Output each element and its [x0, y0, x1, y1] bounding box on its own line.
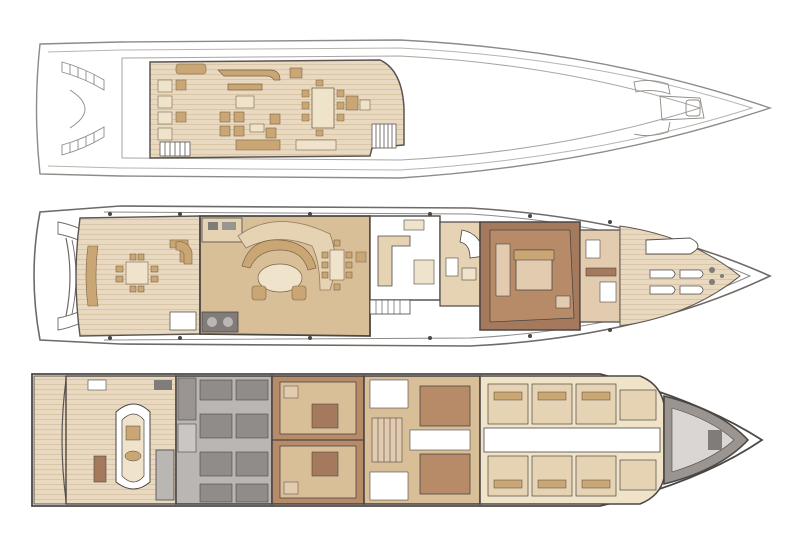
main-deck-stairs-treads	[375, 300, 401, 314]
crew-bunks	[493, 391, 611, 489]
master-wardrobe	[495, 243, 511, 297]
master-vanity	[585, 267, 617, 277]
sun-deck-bar	[235, 139, 281, 151]
main-deck-aft-stairs	[169, 311, 197, 331]
master-armchair	[555, 295, 571, 309]
master-bed-headboard	[513, 249, 555, 261]
main-deck-spiral-stair	[459, 229, 485, 259]
main-salon-round-sofa	[241, 239, 317, 301]
cabin-wardrobe-1	[283, 385, 299, 399]
pantry-fixture-1	[208, 222, 218, 230]
day-head-wc	[445, 257, 459, 277]
beach-club-teak	[33, 375, 67, 505]
engine-room-machinery	[177, 377, 269, 503]
sun-deck-teak-area	[149, 59, 405, 159]
forepeak-hatch	[708, 430, 722, 450]
main-deck-bollards	[108, 212, 612, 340]
foredeck-jetskis	[649, 269, 704, 295]
cabin-wardrobe-2	[283, 481, 299, 495]
main-salon-curved-seat	[175, 241, 193, 265]
sun-deck-inner-line	[47, 47, 754, 171]
sun-deck-armchairs	[289, 67, 371, 111]
foredeck-tender	[645, 237, 699, 255]
galley-counter	[377, 235, 411, 287]
guest-bathroom-2	[369, 471, 409, 501]
day-head-basin	[461, 267, 477, 281]
main-deck-aft-sofa	[85, 245, 99, 307]
guest-bed-2	[311, 451, 339, 477]
sun-deck-dining-table	[301, 79, 345, 137]
lower-stairs-treads	[377, 418, 397, 462]
bar-sink-1	[207, 317, 217, 327]
beach-club-steps	[61, 379, 67, 501]
sun-deck-curved-sofa	[217, 69, 281, 91]
guest-cabin-mid-stbd	[419, 453, 471, 495]
forepeak-inner	[671, 407, 735, 473]
guest-bed-1	[311, 403, 339, 429]
lower-deck	[31, 373, 764, 507]
guest-bathroom-1	[369, 379, 409, 409]
crew-corridor	[483, 427, 661, 453]
sun-deck	[35, 39, 773, 179]
main-salon-dining-table	[321, 239, 353, 291]
galley-sink	[403, 219, 425, 231]
sun-deck-aft-stairs	[61, 61, 105, 156]
lazarette-corner-box	[154, 380, 172, 390]
lazarette-store	[155, 449, 175, 501]
foredeck-windlass	[709, 267, 724, 285]
lazarette-hatch	[87, 379, 107, 391]
sun-deck-forward-steps	[159, 123, 397, 157]
guest-cabin-mid-port	[419, 385, 471, 427]
galley-stove	[413, 259, 435, 285]
sun-deck-coffee-table	[235, 95, 255, 109]
bar-sink-2	[223, 317, 233, 327]
main-deck-aft-dining	[115, 253, 159, 293]
sun-deck-foredeck-fittings	[633, 79, 705, 137]
sun-loungers	[157, 63, 207, 141]
lazarette-locker	[93, 455, 107, 483]
lower-corridor	[409, 429, 471, 451]
main-salon-skylight	[237, 221, 336, 291]
master-wc-1	[585, 239, 601, 259]
sun-deck-bbq	[295, 139, 337, 151]
lazarette-tender	[115, 403, 151, 490]
sun-deck-lounge-chairs	[219, 111, 281, 139]
crew-cabins	[487, 383, 657, 497]
main-salon-bar-unit	[201, 311, 239, 333]
main-deck	[33, 205, 772, 347]
pantry-fixture-2	[222, 222, 236, 230]
master-wc-2	[599, 281, 617, 303]
lower-lobby	[371, 417, 403, 463]
salon-side-chair	[355, 251, 367, 263]
